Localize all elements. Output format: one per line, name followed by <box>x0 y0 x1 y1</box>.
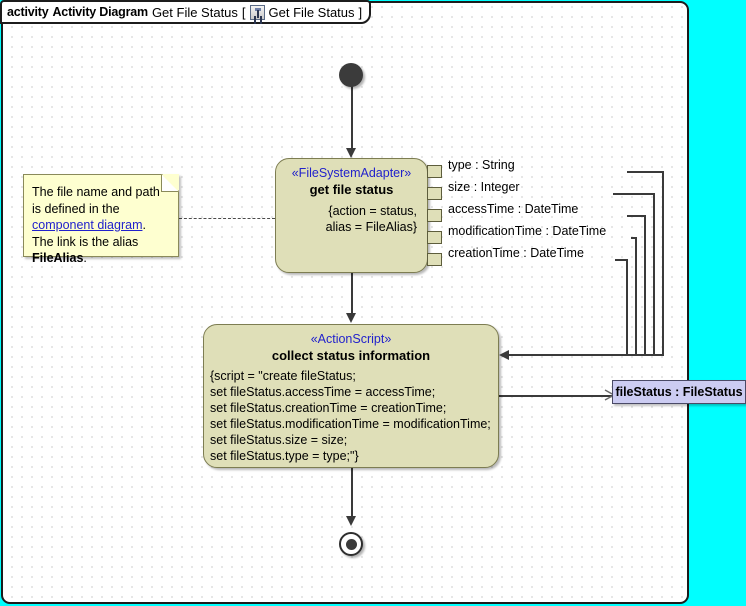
note-link-component-diagram[interactable]: component diagram <box>32 218 143 232</box>
activity-diagram-icon <box>249 4 265 20</box>
pin-drop-creationtime <box>626 259 628 355</box>
header-keyword: activity <box>7 5 49 19</box>
action2-stereotype: «ActionScript» <box>310 332 392 346</box>
pin-edge-creationtime <box>615 259 627 261</box>
edge-action2-to-final-arrowhead <box>345 516 356 526</box>
diagram-frame: «FileSystemAdapter» get file status {act… <box>1 1 689 604</box>
action2-body-line-2: set fileStatus.creationTime = creationTi… <box>210 401 447 415</box>
canvas-grid <box>3 3 687 602</box>
action2-name: collect status information <box>271 348 431 363</box>
action2-body-line-3: set fileStatus.modificationTime = modifi… <box>210 417 491 431</box>
edge-initial-to-action1 <box>351 86 353 148</box>
header-context-name: Get File Status <box>268 4 355 20</box>
output-pin-modificationtime[interactable] <box>427 231 442 244</box>
edge-action2-to-objectnode <box>499 395 614 397</box>
activity-final-node[interactable] <box>339 532 363 556</box>
pin-drop-modificationtime <box>635 237 637 355</box>
action2-body-line-4: set fileStatus.size = size; <box>210 433 348 447</box>
action1-body-line2: alias = FileAlias} <box>325 220 417 234</box>
action-node-collect-status-information[interactable]: «ActionScript» collect status informatio… <box>203 324 499 468</box>
header-bracket-close: ] <box>358 4 363 20</box>
pin-edge-converge-arrowhead <box>499 349 509 360</box>
object-node-label: fileStatus : FileStatus <box>615 385 743 399</box>
header-diagram-type: Activity Diagram <box>52 5 148 19</box>
header-diagram-name: Get File Status <box>151 4 238 20</box>
pin-edge-size <box>613 193 654 195</box>
pin-drop-type <box>662 171 664 355</box>
initial-node[interactable] <box>339 63 363 87</box>
edge-action1-to-action2-arrowhead <box>345 313 356 323</box>
output-pin-size[interactable] <box>427 187 442 200</box>
action2-body-line-0: {script = "create fileStatus; <box>210 369 356 383</box>
action1-body-line1: {action = status, <box>328 204 417 218</box>
object-node-filestatus[interactable]: fileStatus : FileStatus <box>612 380 746 404</box>
pin-drop-size <box>653 193 655 355</box>
edge-initial-to-action1-arrowhead <box>345 148 356 158</box>
header-bracket-open: [ <box>241 4 246 20</box>
action2-body-line-5: set fileStatus.type = type;"} <box>210 449 359 463</box>
pin-edge-accesstime <box>627 215 645 217</box>
output-pin-accesstime[interactable] <box>427 209 442 222</box>
output-pin-label-accesstime: accessTime : DateTime <box>448 202 579 216</box>
action-node-get-file-status[interactable]: «FileSystemAdapter» get file status {act… <box>275 158 428 273</box>
diagram-header-tab[interactable]: activity Activity Diagram Get File Statu… <box>0 0 372 24</box>
output-pin-label-type: type : String <box>448 158 515 172</box>
pin-drop-accesstime <box>644 215 646 355</box>
edge-action2-to-final <box>351 468 353 518</box>
note-text-part1: The file name and path is defined in the <box>32 185 160 216</box>
comment-note[interactable]: The file name and path is defined in the… <box>23 174 179 265</box>
action2-body-line-1: set fileStatus.accessTime = accessTime; <box>210 385 436 399</box>
output-pin-label-modificationtime: modificationTime : DateTime <box>448 224 607 238</box>
action1-stereotype: «FileSystemAdapter» <box>291 166 412 180</box>
output-pin-label-creationtime: creationTime : DateTime <box>448 246 584 260</box>
output-pin-label-size: size : Integer <box>448 180 520 194</box>
output-pin-type[interactable] <box>427 165 442 178</box>
pin-edge-converge <box>509 354 664 356</box>
note-text-part3: . <box>83 251 87 265</box>
note-anchor-line <box>179 218 275 219</box>
output-pin-creationtime[interactable] <box>427 253 442 266</box>
pin-edge-type <box>627 171 663 173</box>
edge-action1-to-action2 <box>351 273 353 313</box>
note-text-filealias: FileAlias <box>32 251 84 265</box>
pin-edge-modificationtime <box>631 237 636 239</box>
note-text-part2: . The link is the alias <box>32 218 146 249</box>
action1-name: get file status <box>309 182 394 197</box>
